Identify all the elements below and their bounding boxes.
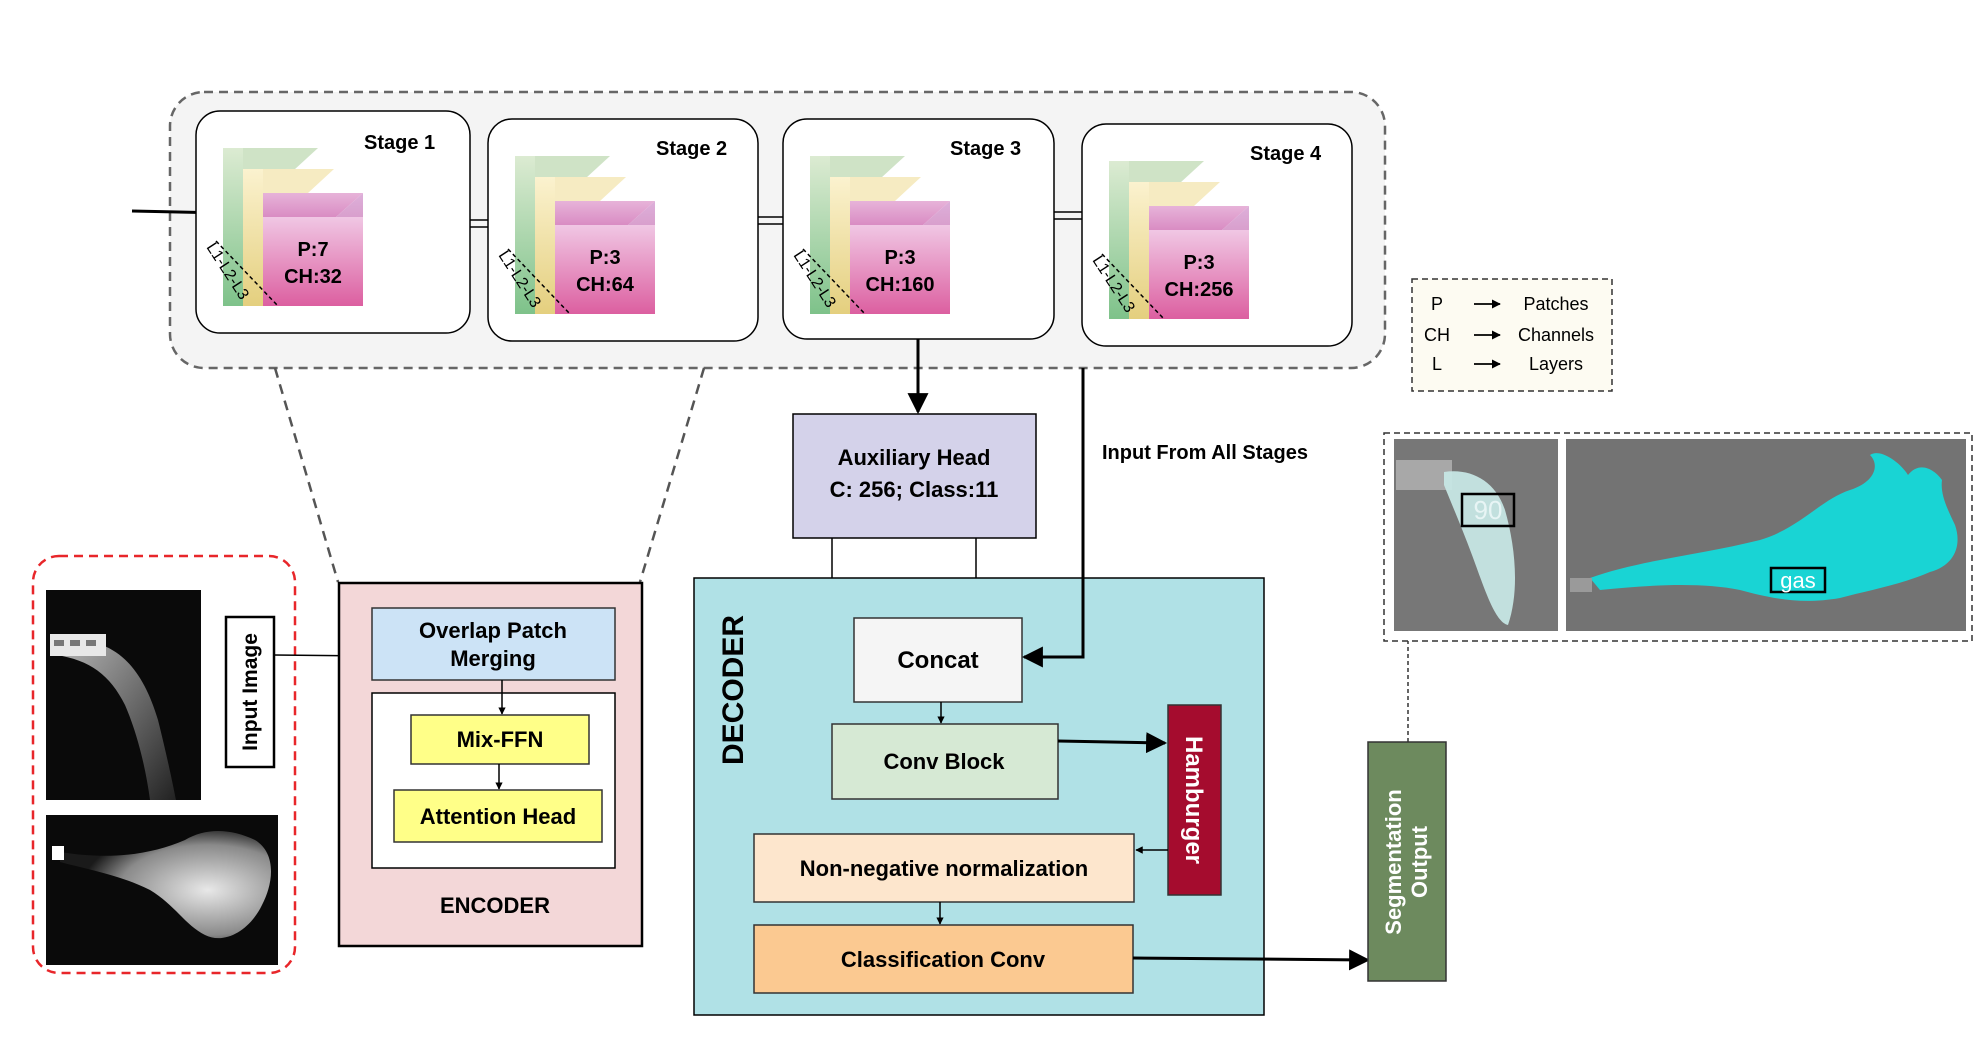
legend-abbr: P: [1431, 294, 1443, 314]
stage-channels: CH:64: [576, 274, 635, 296]
conv-block-label: Conv Block: [883, 749, 1005, 774]
encoder-block: Overlap Patch Merging Mix-FFN Attention …: [337, 581, 644, 948]
segmentation-output-line1: Segmentation: [1381, 789, 1406, 934]
input-image-label: Input Image: [239, 633, 262, 751]
detection-label: gas: [1780, 568, 1815, 593]
stage-channels: CH:256: [1165, 279, 1234, 301]
input-from-all-stages-label: Input From All Stages: [1102, 442, 1308, 464]
stage-3-card: Stage 3 P:3 CH:160 L1-L2-L3: [782, 118, 1055, 340]
overlap-patch-merging-line1: Overlap Patch: [419, 618, 567, 643]
legend-box: P Patches CH Channels L Layers: [1411, 278, 1613, 392]
classification-conv-box: [753, 924, 1134, 994]
stage-channels: CH:160: [866, 274, 935, 296]
legend-abbr: L: [1432, 354, 1442, 374]
result-image-2: gas: [1566, 439, 1966, 631]
overlap-patch-merging-line2: Merging: [450, 646, 536, 671]
stage-title: Stage 3: [950, 138, 1021, 160]
attention-head-box: [393, 789, 603, 843]
legend-abbr: CH: [1424, 325, 1450, 345]
legend-meaning: Channels: [1518, 325, 1594, 345]
concat-label: Concat: [897, 647, 978, 674]
auxiliary-head-line2: C: 256; Class:11: [830, 477, 999, 502]
mix-ffn-label: Mix-FFN: [457, 727, 544, 752]
input-images-panel: [31, 554, 297, 975]
detection-box: [1769, 566, 1827, 594]
stage-title: Stage 1: [364, 132, 435, 154]
segmentation-output-box: Segmentation Output: [1367, 741, 1447, 982]
stage-channels: CH:32: [284, 266, 342, 288]
stage-title: Stage 2: [656, 138, 727, 160]
decoder-block: DECODER Concat Conv Block Hamburger Non-…: [693, 577, 1265, 1016]
encoder-title: ENCODER: [440, 893, 550, 918]
input-image-label-box: Input Image: [224, 615, 276, 769]
input-image-2: [46, 815, 278, 965]
hamburger-label: Hamburger: [1180, 736, 1207, 864]
nonneg-normalization-label: Non-negative normalization: [800, 856, 1088, 881]
nonneg-normalization-box: [753, 833, 1135, 903]
detection-label: 90: [1474, 495, 1503, 525]
zoom-line-right: [638, 367, 706, 583]
stage-patches: P:3: [1183, 252, 1214, 274]
conv-block-box: [831, 723, 1059, 800]
stage-4-card: Stage 4 P:3 CH:256 L1-L2-L3: [1081, 123, 1353, 347]
stage-1-card: Stage 1 P:7 CH:32 L1-L2-L3: [195, 110, 471, 334]
all-stages-to-concat-arrow: [1021, 368, 1085, 668]
decoder-title: DECODER: [717, 615, 750, 765]
segmentation-results-panel: 90 gas: [1383, 432, 1973, 642]
detection-box: [1460, 492, 1516, 528]
legend-meaning: Layers: [1529, 354, 1583, 374]
stage-patches: P:3: [884, 247, 915, 269]
auxiliary-head-box: Auxiliary Head C: 256; Class:11: [792, 413, 1037, 539]
classconv-to-output-arrow: [1132, 949, 1371, 971]
stage-connectors: [470, 211, 1082, 228]
stage-2-card: Stage 2 P:3 CH:64 L1-L2-L3: [487, 118, 759, 342]
mix-ffn-box: [410, 714, 590, 765]
hamburger-box: [1167, 704, 1222, 896]
stage-patches: P:7: [297, 239, 328, 261]
stage-patches: P:3: [589, 247, 620, 269]
auxiliary-head-line1: Auxiliary Head: [838, 445, 991, 470]
classification-conv-label: Classification Conv: [841, 947, 1046, 972]
result-image-1: 90: [1394, 439, 1558, 631]
attention-head-label: Attention Head: [420, 804, 576, 829]
zoom-line-left: [273, 367, 340, 583]
legend-meaning: Patches: [1523, 294, 1588, 314]
stage-title: Stage 4: [1250, 143, 1322, 165]
segmentation-output-line2: Output: [1407, 825, 1432, 898]
input-image-1: [46, 590, 201, 800]
overlap-patch-merging-box: [371, 607, 616, 681]
